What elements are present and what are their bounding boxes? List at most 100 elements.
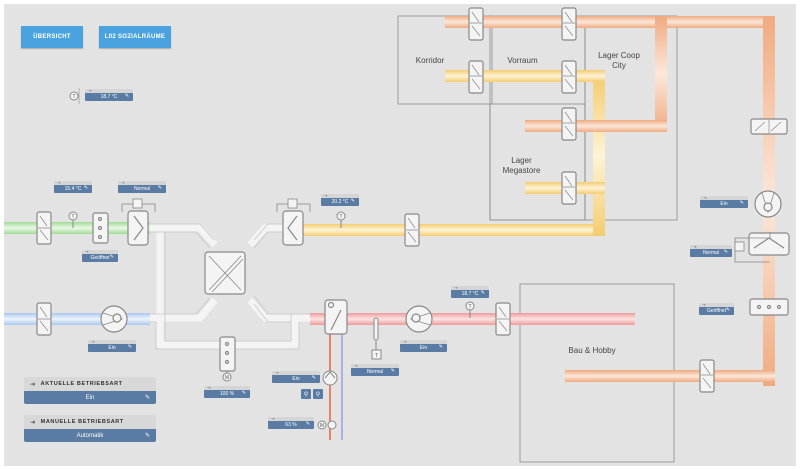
return-fan-text: Ein (720, 201, 728, 207)
flap-fresh-air (92, 212, 109, 244)
value-header-icon: ⇥ (57, 180, 61, 185)
room-label-lager-coop: Lager Coop City (588, 51, 650, 71)
heater-valve: M (317, 420, 337, 430)
current-mode-panel: ⇥AKTUELLE BETRIEBSART Ein✎ (24, 377, 156, 404)
heater-coil (324, 299, 348, 335)
value-header-icon: ⇥ (702, 302, 706, 307)
svg-text:T: T (339, 214, 342, 220)
room-outlines (397, 15, 678, 463)
pipe-return-riser-mid (655, 16, 667, 132)
pen-icon: ✎ (480, 290, 485, 296)
flap-return (749, 298, 789, 316)
room-label-lager-coop-line2: City (612, 61, 626, 70)
value-header-icon: ⇥ (275, 370, 279, 375)
return-damper-text: Geöffnet (706, 308, 727, 314)
return-fan-value[interactable]: ⇥ Ein✎ (700, 195, 748, 209)
value-header-icon: ⇥ (121, 180, 125, 185)
temp-sensors: T T T T T (68, 88, 475, 360)
heater-valve-value[interactable]: ⇥ 63 %✎ (268, 416, 314, 430)
pen-icon: ✎ (83, 185, 88, 191)
return-filter-value[interactable]: ⇥ Normal✎ (690, 244, 732, 258)
filter-fresh-air (127, 210, 149, 246)
value-header-icon: ⇥ (354, 363, 358, 368)
manual-mode-value[interactable]: Automatik ✎ (24, 429, 156, 442)
room-label-bau-hobby: Bau & Hobby (568, 346, 616, 355)
svg-text:T: T (71, 214, 74, 220)
fan-supply (405, 305, 433, 333)
bypass-motor: M (222, 371, 232, 382)
svg-text:T: T (468, 304, 471, 310)
temp-sensor-outdoor: T (69, 88, 80, 104)
temp-sensor-fresh: T (68, 211, 78, 228)
exhaust-fan-text: Ein (108, 345, 116, 351)
pen-icon: ✎ (305, 421, 310, 427)
filter-return (748, 232, 790, 256)
fresh-air-damper-text: Geöffnet (90, 255, 110, 261)
fresh-air-damper-value[interactable]: ⇥ Geöffnet✎ (82, 249, 118, 263)
fresh-air-filter-text: Normal (133, 186, 151, 192)
value-header-icon: ⇥ (703, 195, 707, 200)
svg-text:T: T (72, 94, 75, 100)
pen-icon: ✎ (124, 93, 129, 99)
fan-return (754, 190, 782, 218)
manual-mode-text: Automatik (76, 432, 104, 439)
damper-korridor-top (468, 7, 484, 41)
pressure-sensors (121, 198, 771, 263)
overview-button[interactable]: ÜBERSICHT (21, 26, 83, 48)
value-header-icon: ⇥ (85, 249, 89, 254)
pipe-supply-riser (593, 76, 605, 236)
bypass-damper-text: 100 % (219, 391, 235, 397)
outdoor-temp-value[interactable]: ⇥ 18.7 °C✎ (85, 88, 133, 102)
return-damper-value[interactable]: ⇥ Geöffnet✎ (699, 302, 734, 316)
supply-fan-value[interactable]: ⇥ Ein ✎ (400, 339, 447, 353)
fresh-air-temp-text: 15.4 °C (64, 186, 82, 192)
current-mode-value[interactable]: Ein✎ (24, 391, 156, 404)
heater-pump (322, 370, 338, 386)
pen-icon: ✎ (390, 368, 395, 374)
heater-valve-text: 63 % (285, 422, 297, 428)
supply-temp-text: 20.2 °C (331, 199, 349, 205)
room-label-vorraum: Vorraum (507, 56, 538, 65)
exhaust-fan-value[interactable]: ⇥ Ein✎ (88, 339, 136, 353)
fresh-air-temp-value[interactable]: ⇥ 15.4 °C✎ (54, 180, 92, 194)
fan-exhaust (100, 305, 128, 333)
temp-sensor-supply: T (336, 211, 346, 228)
unit-duct-borders (150, 223, 330, 350)
pen-icon: ✎ (144, 433, 150, 439)
damper-fresh-air (36, 211, 52, 245)
outdoor-temp-text: 18.7 °C (100, 94, 118, 100)
pipe-heated (310, 313, 635, 325)
social-rooms-button[interactable]: L02 SOZIALRÄUME (99, 26, 171, 48)
pump-manual-button-1[interactable]: ⚲ (301, 389, 311, 399)
pen-icon: ✎ (438, 344, 443, 350)
supply-fan-text: Ein (419, 345, 428, 351)
bypass-damper-value[interactable]: ⇥ 100 %✎ (204, 385, 250, 399)
pipe-return-bottom (565, 370, 775, 382)
value-header-icon: ⇥ (324, 193, 328, 198)
value-header-icon: ⇥ (91, 339, 95, 344)
damper-megastore-return (561, 107, 577, 141)
pump-manual-button-2[interactable]: ⚲ (313, 389, 323, 399)
damper-heated (495, 302, 511, 336)
value-header-icon: ⇥ (403, 339, 407, 344)
supply-temp-value[interactable]: ⇥ 20.2 °C✎ (321, 193, 359, 207)
svg-text:M: M (320, 423, 324, 429)
heater-pump-text: Ein (292, 376, 300, 382)
room-label-lager-megastore-line1: Lager (511, 156, 532, 165)
supply-after-temp-value[interactable]: ⇥ 18.7 °C✎ (451, 285, 489, 299)
damper-vorraum-supply (561, 60, 577, 94)
temp-sensor-after-fan: T (465, 301, 475, 318)
pen-icon: ✎ (157, 185, 162, 191)
damper-korridor-supply (468, 60, 484, 94)
damper-vorraum-top (561, 7, 577, 41)
supply-after-temp-text: 18.7 °C (461, 291, 479, 297)
pipe-return-top (445, 16, 775, 28)
value-header-icon: ⇥ (454, 285, 458, 290)
damper-bau-return (699, 359, 715, 393)
fresh-air-filter-value[interactable]: ⇥ Normal ✎ (118, 180, 166, 194)
heater-pump-value[interactable]: ⇥ Ein✎ (272, 370, 320, 384)
damper-icons (36, 7, 788, 393)
heater-frost-value[interactable]: ⇥ Normal✎ (351, 363, 399, 377)
room-label-lager-megastore-line2: Megastore (502, 166, 541, 175)
